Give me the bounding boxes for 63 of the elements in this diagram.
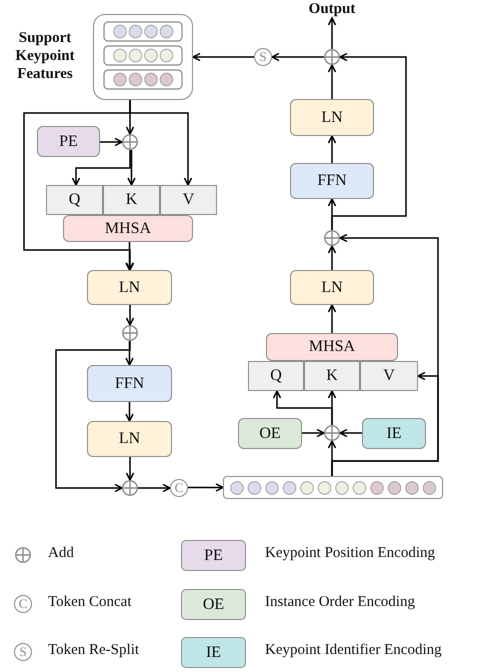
- process-box: FFN: [87, 365, 172, 402]
- attention-input-cell: Q: [46, 185, 103, 215]
- process-box: IE: [362, 418, 426, 449]
- attention-input-cell: K: [103, 185, 160, 215]
- process-box: PE: [37, 126, 100, 157]
- arrow: [23, 100, 134, 271]
- arrow: [188, 483, 224, 492]
- legend-swatch: OE: [181, 589, 246, 620]
- process-box: LN: [87, 270, 172, 305]
- arrow: [55, 341, 131, 492]
- attention-input-cell: V: [160, 185, 217, 215]
- arrow: [125, 402, 134, 422]
- output-label: Output: [300, 0, 364, 18]
- arrow: [339, 428, 362, 438]
- arrow: [328, 135, 336, 163]
- split-symbol: S: [254, 48, 272, 66]
- arrow: [328, 304, 336, 333]
- arrow: [331, 234, 439, 476]
- arrow: [328, 245, 336, 270]
- arrow: [271, 52, 324, 62]
- arrow: [302, 428, 325, 438]
- legend-swatch: IE: [181, 637, 246, 668]
- arrow: [72, 150, 131, 186]
- arrow: [127, 150, 136, 186]
- arrow: [331, 52, 407, 230]
- process-box: LN: [290, 270, 374, 305]
- arrow: [328, 64, 336, 99]
- process-box: MHSA: [266, 333, 398, 361]
- legend-label: Token Concat: [48, 594, 132, 611]
- block-heading: Support Keypoint Features: [14, 29, 76, 83]
- legend-label: Instance Order Encoding: [265, 594, 415, 611]
- add-symbol: [324, 425, 340, 441]
- add-symbol: [122, 134, 138, 150]
- add-symbol: [122, 325, 138, 341]
- add-symbol: [324, 230, 340, 246]
- arrow: [125, 341, 134, 366]
- arrow: [192, 52, 254, 62]
- add-symbol: [324, 49, 340, 65]
- process-box: OE: [238, 418, 302, 449]
- process-box: LN: [290, 99, 374, 136]
- arrow: [328, 17, 336, 49]
- split-symbol: S: [14, 643, 32, 661]
- arrow: [126, 305, 134, 326]
- token-sequence-bar: [223, 476, 443, 499]
- attention-input-cell: K: [304, 361, 360, 391]
- legend-label: Keypoint Identifier Encoding: [265, 642, 442, 659]
- arrow: [100, 138, 123, 146]
- add-symbol: [122, 480, 138, 496]
- legend-label: Add: [48, 545, 74, 562]
- legend-swatch: PE: [181, 540, 246, 571]
- legend-label: Token Re-Split: [48, 642, 140, 659]
- concat-symbol: C: [170, 479, 188, 497]
- attention-input-cell: Q: [248, 361, 304, 391]
- process-box: FFN: [290, 163, 374, 199]
- concat-symbol: C: [14, 595, 32, 613]
- arrow: [126, 457, 134, 481]
- attention-input-cell: V: [360, 361, 418, 391]
- process-box: MHSA: [63, 215, 193, 242]
- process-box: LN: [87, 421, 172, 457]
- arrow: [328, 390, 336, 425]
- arrow: [125, 242, 134, 271]
- legend-label: Keypoint Position Encoding: [265, 545, 435, 562]
- arrow: [138, 484, 171, 492]
